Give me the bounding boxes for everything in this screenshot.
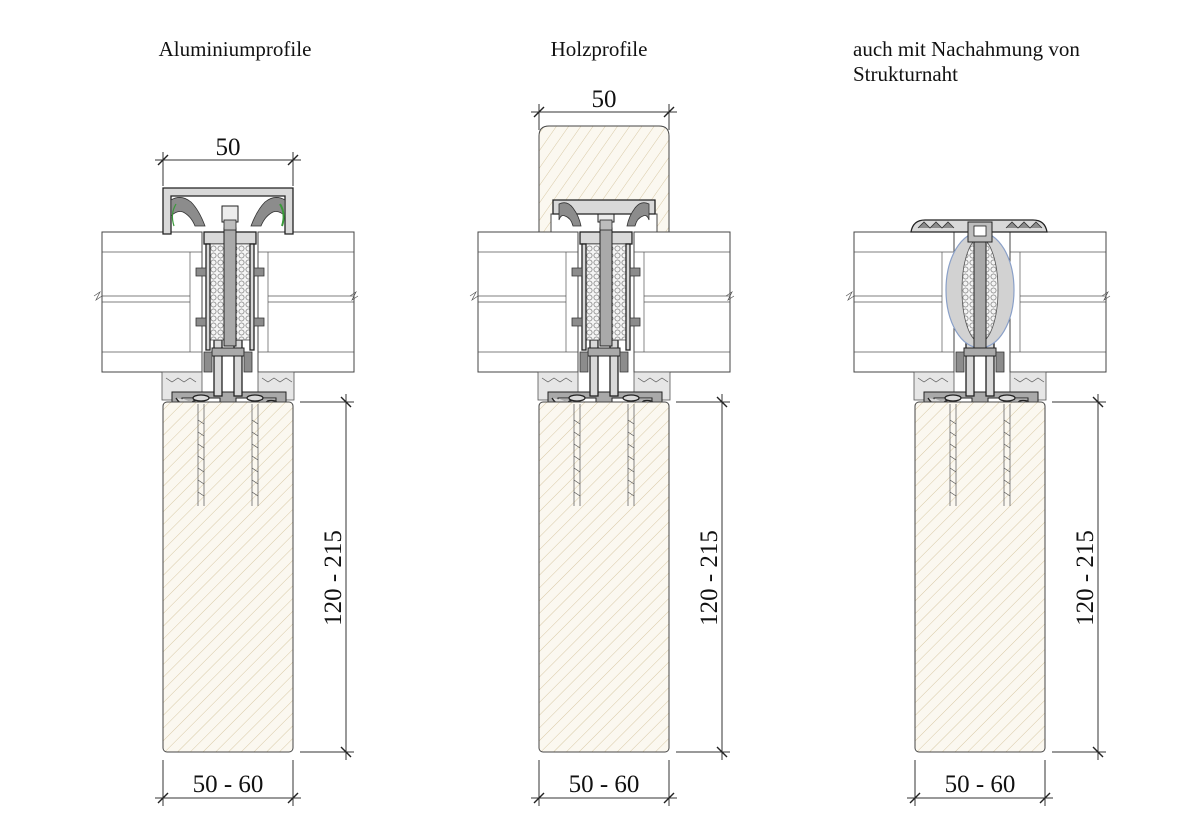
dim-beam-depth-aluminium: 120 - 215 — [320, 530, 347, 626]
section-aluminium: 50 50 - 60 120 - 215 — [93, 134, 359, 807]
dim-cap-width-aluminium: 50 — [216, 134, 241, 161]
section-struktur: 50 - 60 120 - 215 — [845, 219, 1111, 807]
dim-beam-depth-holz: 120 - 215 — [696, 530, 723, 626]
dim-beam-width-struktur: 50 - 60 — [945, 771, 1016, 798]
title-aluminium: Aluminiumprofile — [159, 37, 312, 61]
section-holz: 50 50 - 60 120 - 215 — [469, 86, 735, 807]
dim-beam-width-aluminium: 50 - 60 — [193, 771, 264, 798]
dim-cap-width-holz: 50 — [592, 86, 617, 113]
dim-beam-depth-struktur: 120 - 215 — [1072, 530, 1099, 626]
title-struktur-line2: Strukturnaht — [853, 62, 958, 86]
title-holz: Holzprofile — [551, 37, 648, 61]
title-struktur-line1: auch mit Nachahmung von — [853, 37, 1080, 61]
dim-beam-width-holz: 50 - 60 — [569, 771, 640, 798]
